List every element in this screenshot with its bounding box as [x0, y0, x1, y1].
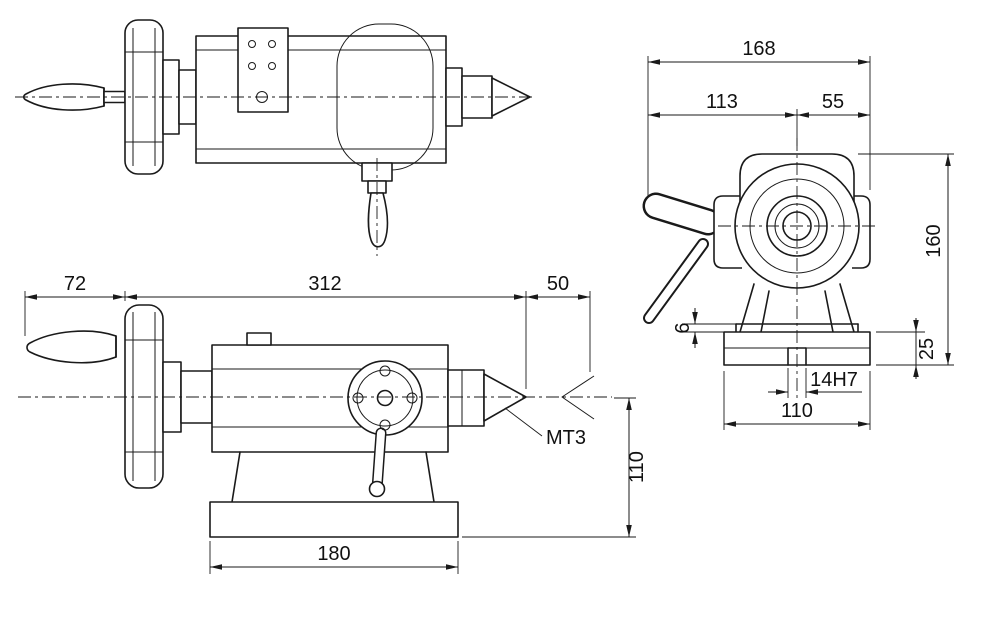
side-view: MT3 72 312 50 110 180 — [18, 273, 648, 574]
side-view-dimensions: 72 312 50 110 180 — [24, 273, 648, 574]
dim-label-180: 180 — [317, 543, 350, 565]
dim-label-6: 6 — [672, 322, 694, 333]
dim-label-312: 312 — [308, 273, 341, 295]
mt3-leader — [504, 407, 543, 437]
dim-label-110-base: 110 — [781, 400, 813, 422]
top-boss — [246, 332, 272, 346]
handwheel — [124, 304, 164, 489]
dim-label-110-height: 110 — [626, 451, 648, 483]
travel-arrow — [561, 375, 595, 420]
dim-label-55: 55 — [822, 91, 844, 113]
handwheel-grip — [26, 330, 117, 364]
dim-label-160: 160 — [923, 224, 945, 257]
center-point — [483, 373, 527, 422]
top-view — [15, 19, 535, 256]
dim-label-14h7: 14H7 — [810, 369, 858, 391]
end-view: 168 113 55 160 25 6 — [642, 38, 954, 430]
dim-label-168: 168 — [742, 38, 775, 60]
quill — [447, 369, 485, 427]
lock-lever — [367, 192, 389, 248]
tailstock-body-top — [195, 35, 447, 164]
dim-label-50: 50 — [547, 273, 569, 295]
dim-label-25: 25 — [916, 338, 938, 360]
dim-label-72: 72 — [64, 273, 86, 295]
taper-label: MT3 — [546, 427, 586, 449]
center-point — [491, 77, 531, 117]
clamp-plate — [237, 27, 289, 113]
dim-label-113: 113 — [706, 91, 738, 113]
left-boss — [713, 195, 742, 269]
base-plate — [209, 501, 459, 538]
end-view-dimensions: 168 113 55 160 25 6 — [647, 38, 954, 430]
lock-knob — [368, 480, 386, 498]
